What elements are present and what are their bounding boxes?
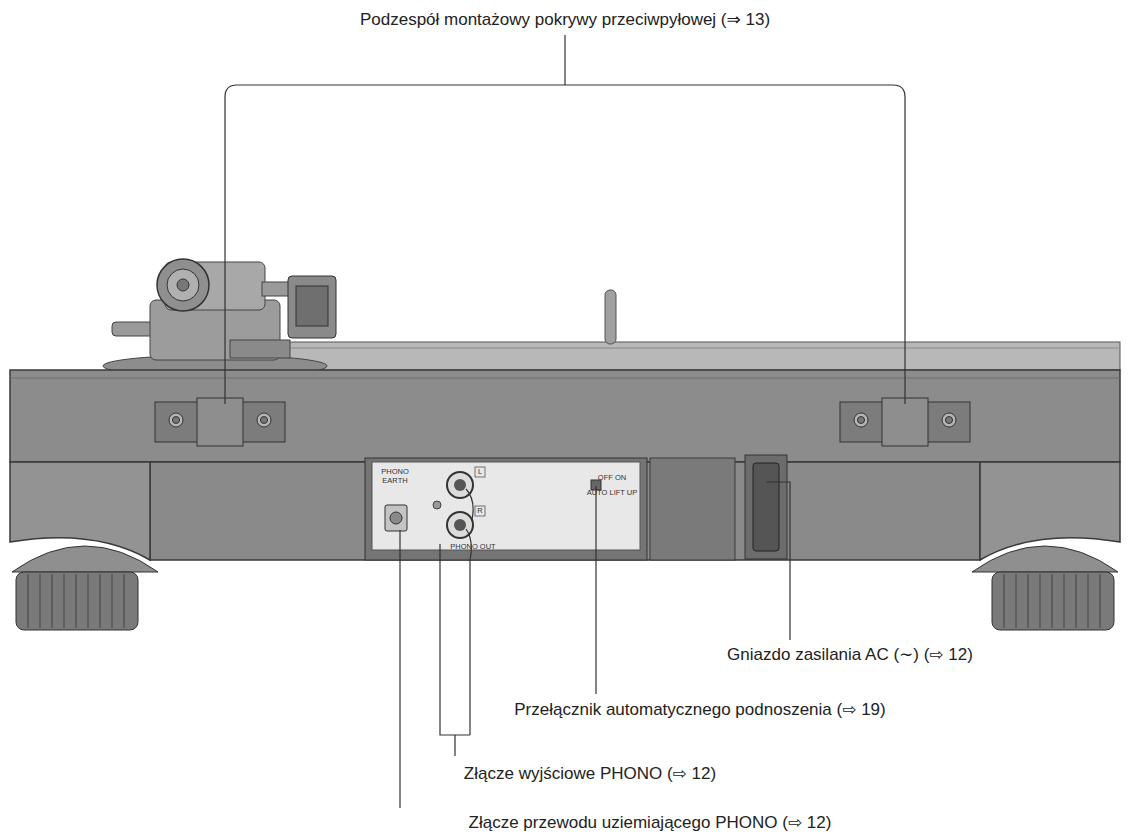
leader-line xyxy=(440,489,473,756)
leader-bracket xyxy=(564,35,565,85)
leader-line xyxy=(399,530,400,808)
plinth xyxy=(10,370,1120,462)
power-socket xyxy=(753,463,779,551)
plinth xyxy=(980,462,1120,560)
foot xyxy=(972,546,1118,630)
leader-line xyxy=(400,482,790,808)
foot xyxy=(992,572,1114,630)
rca-jack xyxy=(454,519,466,531)
rca-jack xyxy=(433,467,485,538)
leader-bracket xyxy=(225,35,905,404)
tonearm xyxy=(103,259,336,377)
tonearm xyxy=(167,269,199,301)
tonearm xyxy=(296,286,328,326)
hinge-block xyxy=(840,398,970,446)
callout-label: Gniazdo zasilania AC (∼) (⇨ 12) xyxy=(727,645,973,665)
rca-jack xyxy=(475,467,485,477)
callout-label: Złącze przewodu uziemiającego PHONO (⇨ 1… xyxy=(469,813,832,833)
earth-terminal xyxy=(385,505,407,531)
panel-marking: PHONO OUT xyxy=(450,543,495,552)
platter xyxy=(255,348,1120,349)
spindle xyxy=(605,290,616,344)
power-socket xyxy=(745,455,787,559)
callout-label: Podzespół montażowy pokrywy przeciwpyłow… xyxy=(360,10,770,30)
foot xyxy=(972,546,1118,572)
callout-label: Przełącznik automatycznego podnoszenia (… xyxy=(514,700,885,720)
connector-panel xyxy=(365,458,647,560)
spindle xyxy=(605,290,616,344)
earth-terminal xyxy=(385,505,407,531)
power-socket xyxy=(745,455,787,559)
leader-line xyxy=(766,482,790,640)
foot xyxy=(1004,574,1100,628)
plinth xyxy=(10,370,1120,560)
foot xyxy=(12,546,158,572)
earth-terminal xyxy=(390,512,402,524)
rca-jack xyxy=(433,501,441,509)
hinge-block xyxy=(173,417,180,424)
tonearm xyxy=(288,276,336,338)
hinge-block xyxy=(942,413,956,427)
connector-panel xyxy=(365,458,647,560)
rca-jack xyxy=(454,479,466,491)
hinge-block xyxy=(882,398,928,446)
plinth xyxy=(150,462,980,560)
hinge-block xyxy=(261,417,268,424)
rca-jack xyxy=(475,506,485,516)
tonearm xyxy=(157,259,209,311)
platter xyxy=(255,342,1120,370)
hinge-block xyxy=(169,413,183,427)
panel-marking: PHONO EARTH xyxy=(378,468,412,485)
panel-marking: L xyxy=(478,468,482,477)
panel-marking: AUTO LIFT UP xyxy=(587,489,638,498)
hinge-block xyxy=(858,417,865,424)
foot xyxy=(12,546,158,630)
tonearm xyxy=(177,279,189,291)
foot xyxy=(28,574,124,628)
plinth xyxy=(10,462,150,560)
callout-label: Złącze wyjściowe PHONO (⇨ 12) xyxy=(464,764,716,784)
hinge-block xyxy=(946,417,953,424)
tonearm xyxy=(230,340,290,358)
platter xyxy=(255,342,1120,370)
hinge-block xyxy=(854,413,868,427)
leader-bracket xyxy=(225,85,905,404)
body-recess xyxy=(650,458,735,560)
foot xyxy=(16,572,138,630)
leader-line xyxy=(595,486,596,694)
panel-marking: OFF ON xyxy=(598,474,626,483)
hinge-block xyxy=(197,398,243,446)
plinth xyxy=(10,378,1120,379)
hinge-block xyxy=(155,398,285,446)
connector-panel xyxy=(372,462,640,550)
body-recess xyxy=(650,458,735,560)
panel-marking: R xyxy=(477,507,482,516)
hinge-block xyxy=(257,413,271,427)
